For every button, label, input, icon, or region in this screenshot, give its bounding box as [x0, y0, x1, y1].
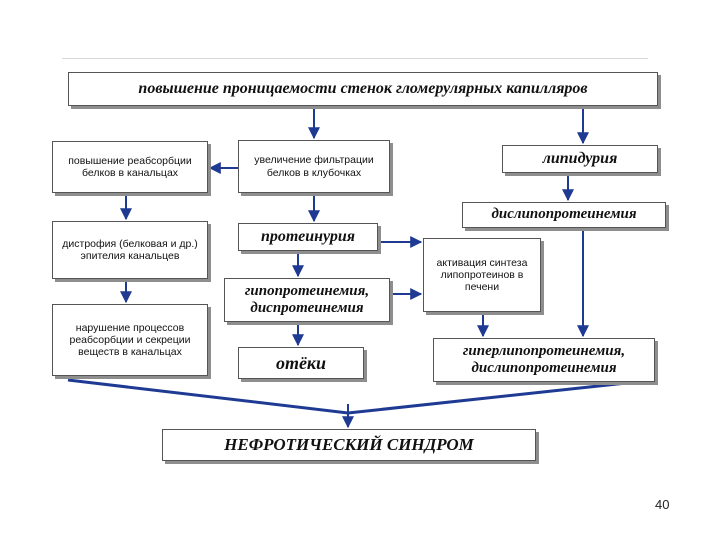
convergence-line	[67, 378, 655, 415]
node-dyslipoproteinemia: дислипопротеинемия	[462, 202, 666, 228]
node-filtration-increase: увеличение фильтрации белков в клубочках	[238, 140, 390, 193]
top-rule	[62, 58, 648, 59]
node-reabsorption-disorder: нарушение процессов реабсорбции и секрец…	[52, 304, 208, 376]
node-hyperlipoproteinemia: гиперлипопротеинемия, дислипопротеинемия	[433, 338, 655, 382]
node-lipoprotein-synthesis: активация синтеза липопротеинов в печени	[423, 238, 541, 312]
node-nephrotic-syndrome: НЕФРОТИЧЕСКИЙ СИНДРОМ	[162, 429, 536, 461]
node-epithelium-dystrophy: дистрофия (белковая и др.) эпителия кана…	[52, 221, 208, 279]
node-proteinuria: протеинурия	[238, 223, 378, 251]
page-number: 40	[655, 497, 670, 512]
node-edema: отёки	[238, 347, 364, 379]
node-hypoproteinemia: гипопротеинемия, диспротеинемия	[224, 278, 390, 322]
node-reabsorption-increase: повышение реабсорбции белков в канальцах	[52, 141, 208, 193]
node-capillary-permeability: повышение проницаемости стенок гломеруля…	[68, 72, 658, 106]
node-lipiduria: липидурия	[502, 145, 658, 173]
